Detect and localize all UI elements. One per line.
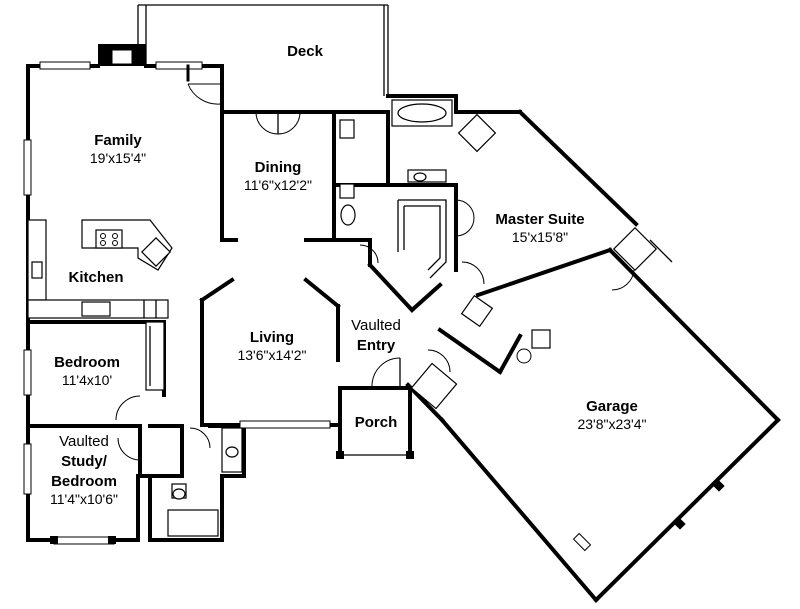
kitchen-island xyxy=(81,219,173,271)
window-ends xyxy=(50,480,725,544)
garage-edge xyxy=(649,239,673,263)
kitchen-label: Kitchen xyxy=(68,269,123,286)
garage-label: Garage xyxy=(586,398,638,415)
study-dims: 11'4"x10'6" xyxy=(50,491,118,507)
kitchen-counter xyxy=(27,219,169,319)
bedroom-dims: 11'4x10' xyxy=(62,372,112,388)
bathtub xyxy=(391,99,453,127)
deck-label: Deck xyxy=(287,43,324,60)
living-dims: 13'6"x14'2" xyxy=(237,347,306,363)
porch-posts xyxy=(336,451,414,459)
living-label: Living xyxy=(250,329,294,346)
study-label-2: Bedroom xyxy=(51,473,117,490)
windows xyxy=(23,61,592,552)
master-suite-label: Master Suite xyxy=(495,211,584,228)
porch-label: Porch xyxy=(355,414,398,431)
fireplace xyxy=(98,44,146,66)
entry-label: Entry xyxy=(357,337,396,354)
entry-prefix: Vaulted xyxy=(351,317,401,334)
bedroom-closet xyxy=(145,321,165,391)
garage-vent xyxy=(612,226,658,272)
laundry xyxy=(410,294,551,410)
shower-icon xyxy=(457,113,497,153)
closet xyxy=(397,199,447,279)
dining-dims: 11'6"x12'2" xyxy=(244,177,312,193)
garage-dims: 23'8"x23'4" xyxy=(577,416,646,432)
family-dims: 19'x15'4" xyxy=(90,150,146,166)
master-suite-dims: 15'x15'8" xyxy=(512,229,568,245)
doors xyxy=(115,64,635,461)
toilet-icon xyxy=(339,119,447,226)
study-prefix: Vaulted xyxy=(59,433,109,450)
family-label: Family xyxy=(94,132,142,149)
hall-bath xyxy=(167,427,243,537)
deck-outline xyxy=(137,4,389,113)
study-label: Study/ xyxy=(61,453,108,470)
bedroom-label: Bedroom xyxy=(54,354,120,371)
room-labels: Deck Family 19'x15'4" Dining 11'6"x12'2"… xyxy=(50,43,647,507)
dining-label: Dining xyxy=(255,159,302,176)
